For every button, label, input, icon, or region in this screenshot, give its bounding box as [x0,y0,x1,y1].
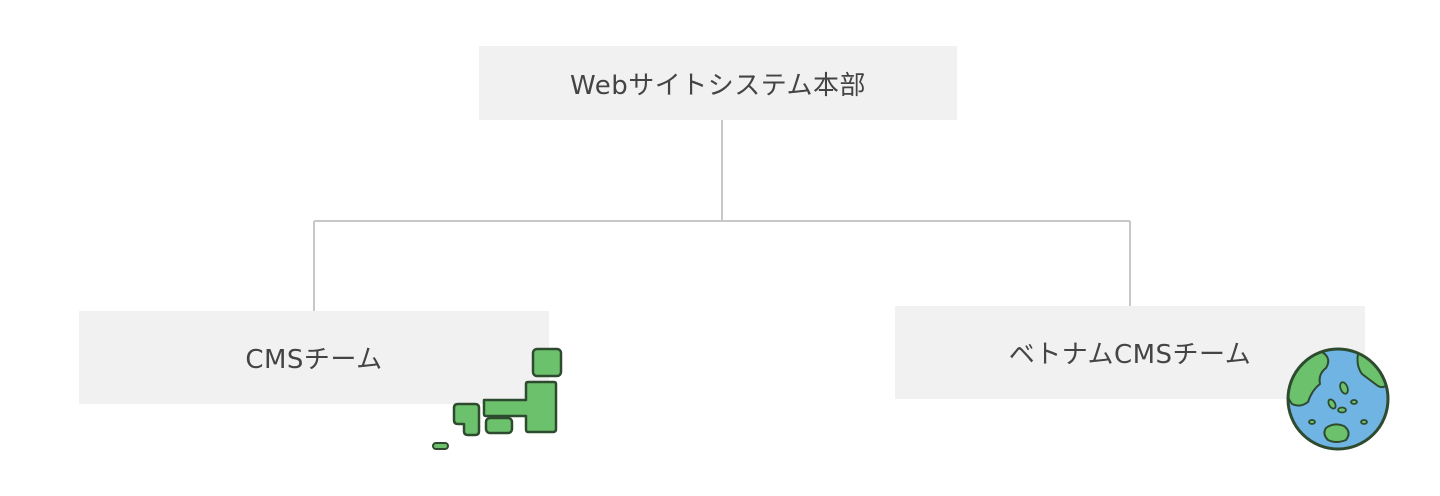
globe-icon [1286,347,1390,451]
org-node-vietnam-cms-team: ベトナムCMSチーム [895,306,1365,399]
org-node-vietnam-cms-team-label: ベトナムCMSチーム [1008,340,1252,370]
org-node-cms-team: CMSチーム [79,311,549,404]
org-node-headquarters: Webサイトシステム本部 [479,46,957,120]
org-node-cms-team-label: CMSチーム [245,345,383,375]
japan-map-icon [432,347,563,450]
org-node-headquarters-label: Webサイトシステム本部 [570,70,866,101]
